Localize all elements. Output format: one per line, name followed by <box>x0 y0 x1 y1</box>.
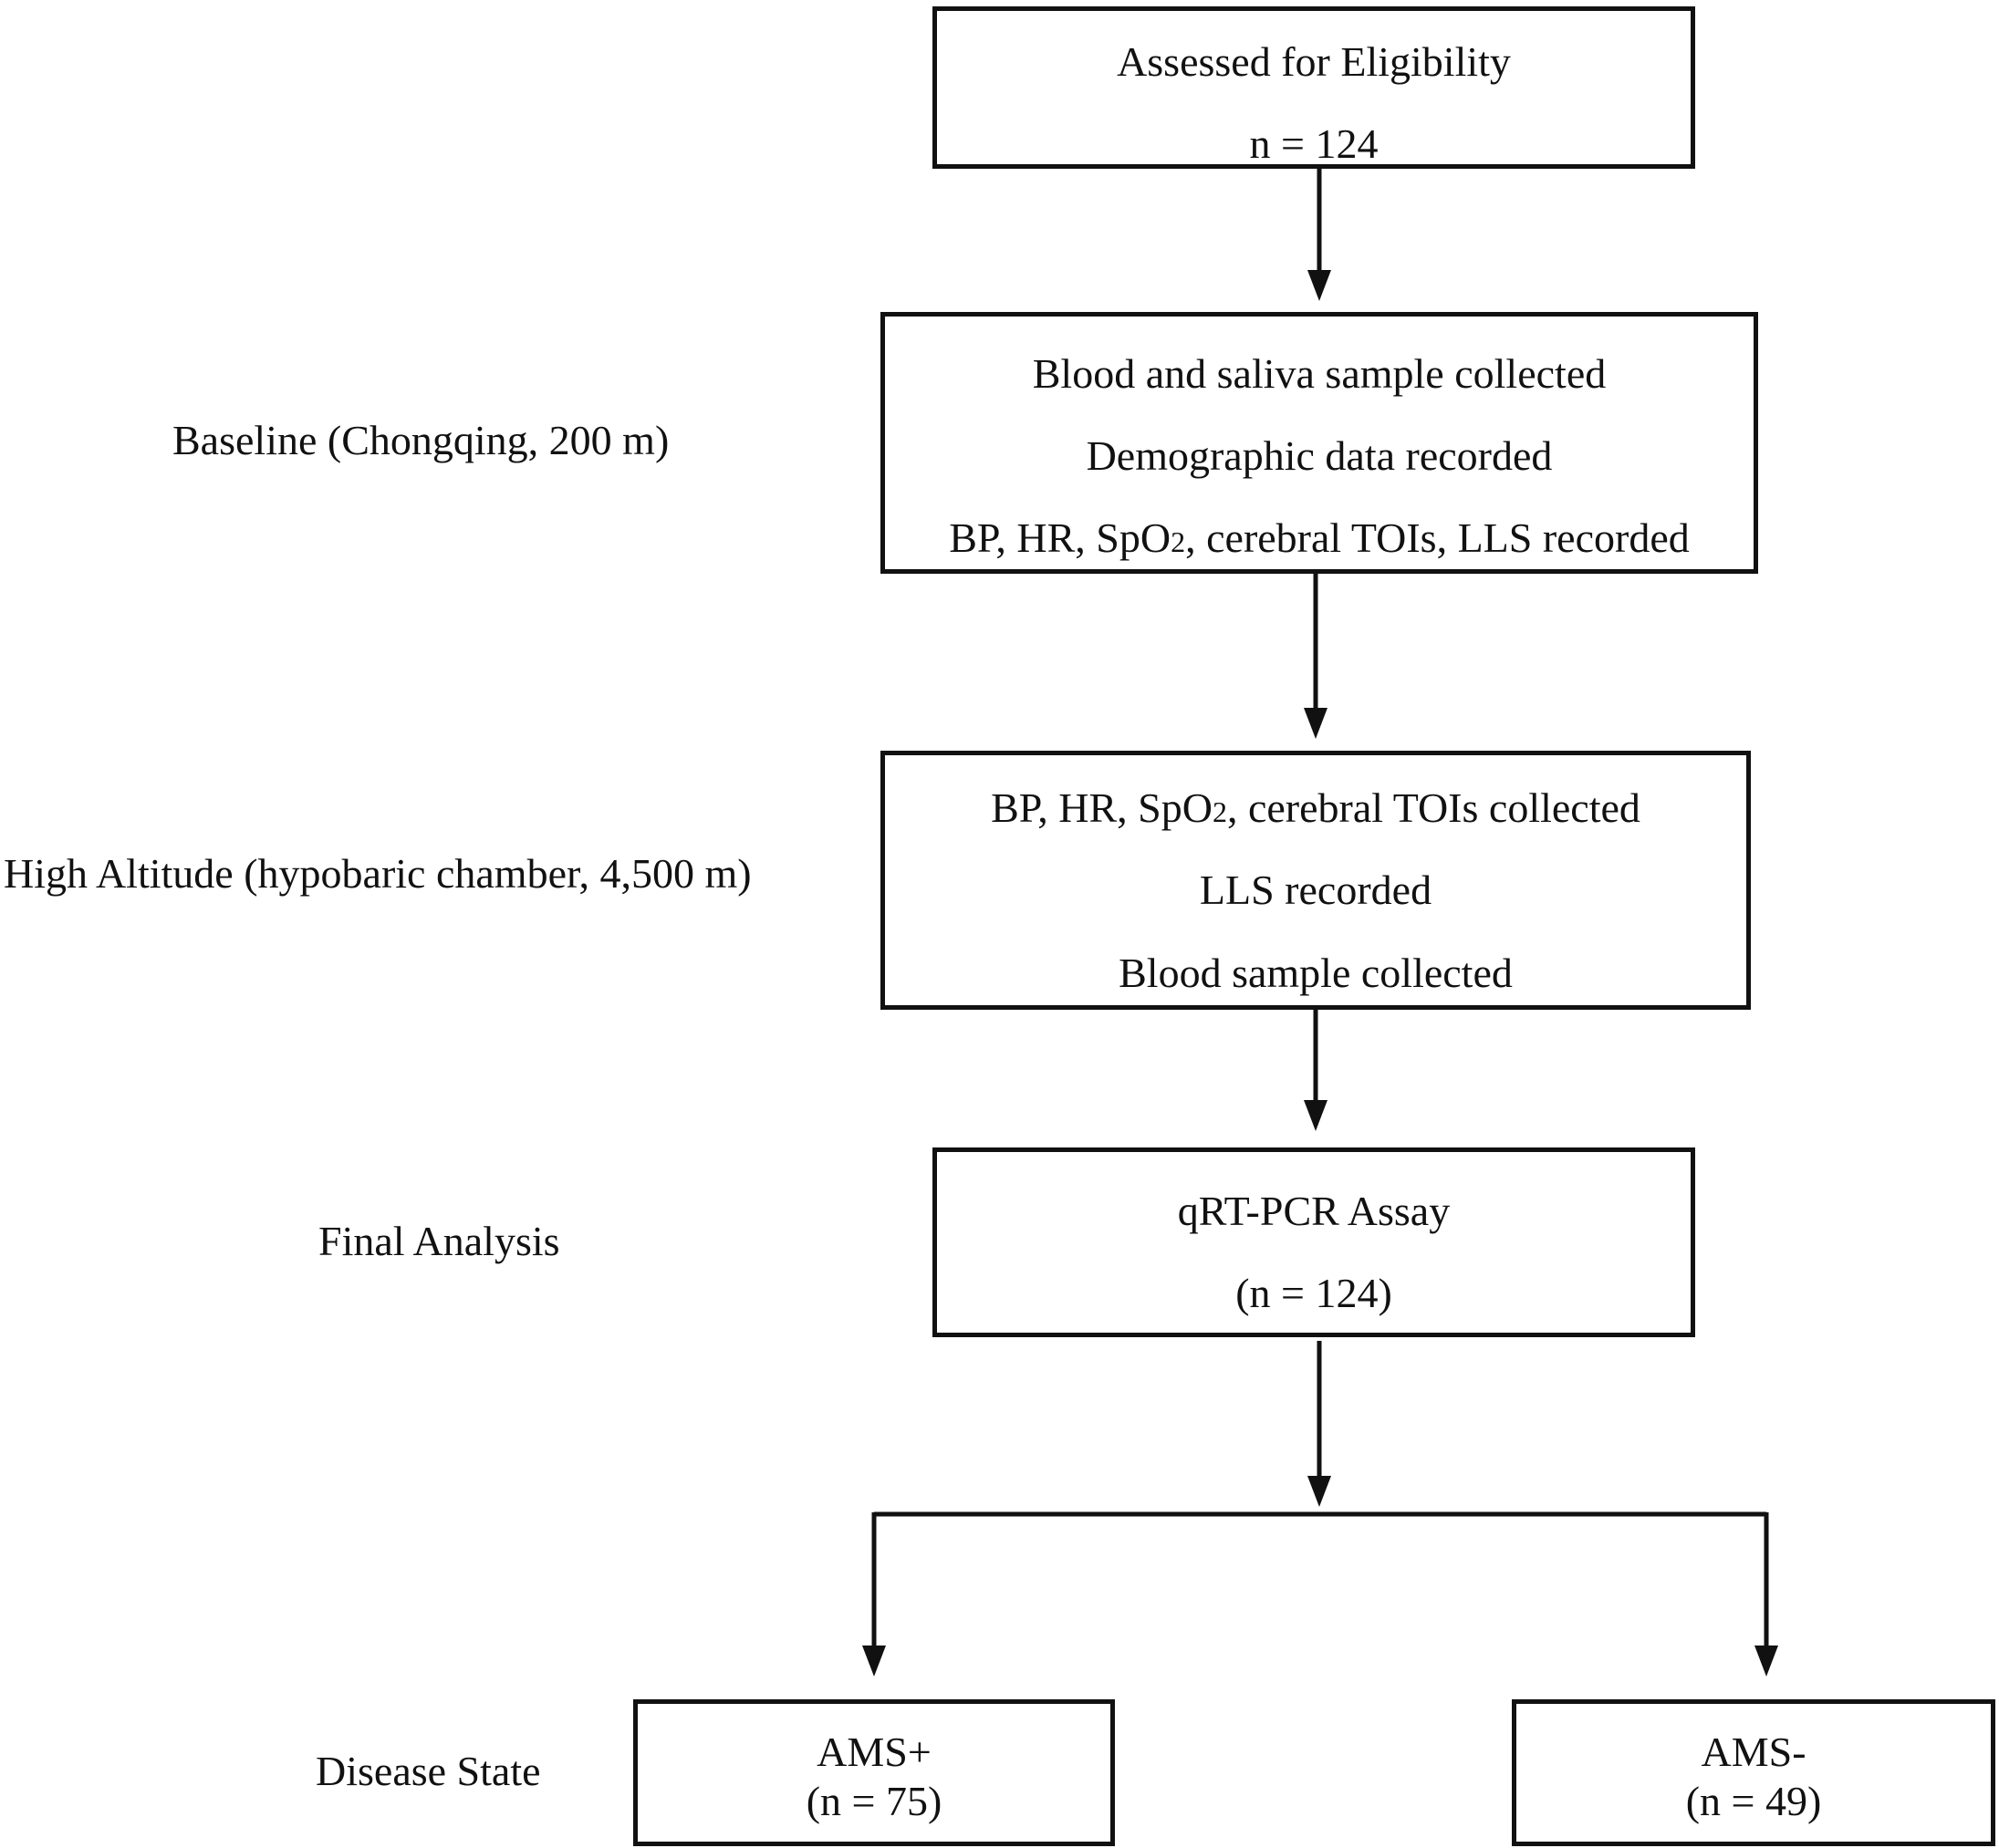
arrowhead-3 <box>1304 1100 1327 1131</box>
altitude-line-1-post: , cerebral TOIs collected <box>1226 784 1640 831</box>
arrowhead-4 <box>1307 1476 1331 1507</box>
eligibility-title: Assessed for Eligibility <box>1117 38 1511 85</box>
baseline-box: Blood and saliva sample collected Demogr… <box>880 312 1758 574</box>
high-altitude-box: BP, HR, SpO2, cerebral TOIs collected LL… <box>880 751 1751 1010</box>
altitude-line-1-sub: 2 <box>1212 795 1227 828</box>
altitude-line-1-pre: BP, HR, SpO <box>991 784 1213 831</box>
altitude-line-1: BP, HR, SpO2, cerebral TOIs collected <box>885 783 1746 837</box>
baseline-line-3-sub: 2 <box>1171 525 1186 558</box>
ams-positive-count: (n = 75) <box>806 1778 942 1824</box>
stage-final-label: Final Analysis <box>318 1218 560 1264</box>
stage-disease-label: Disease State <box>316 1748 541 1794</box>
stage-high-altitude-label: High Altitude (hypobaric chamber, 4,500 … <box>4 850 752 897</box>
final-title: qRT-PCR Assay <box>1177 1188 1451 1234</box>
baseline-line-1: Blood and saliva sample collected <box>1032 350 1607 397</box>
arrowhead-2 <box>1304 708 1327 739</box>
baseline-line-2: Demographic data recorded <box>1086 432 1553 479</box>
final-analysis-box: qRT-PCR Assay (n = 124) <box>932 1147 1695 1337</box>
arrowhead-6 <box>1754 1646 1778 1677</box>
baseline-line-3-pre: BP, HR, SpO <box>949 514 1171 561</box>
ams-positive-label: AMS+ <box>817 1729 932 1775</box>
baseline-line-3: BP, HR, SpO2, cerebral TOIs, LLS recorde… <box>885 513 1754 567</box>
ams-positive-box: AMS+ (n = 75) <box>633 1699 1115 1846</box>
arrowhead-5 <box>862 1646 886 1677</box>
ams-negative-count: (n = 49) <box>1685 1778 1822 1824</box>
ams-negative-label: AMS- <box>1701 1729 1806 1775</box>
final-count: (n = 124) <box>1235 1270 1392 1316</box>
eligibility-box: Assessed for Eligibility n = 124 <box>932 6 1695 169</box>
baseline-line-3-post: , cerebral TOIs, LLS recorded <box>1185 514 1690 561</box>
eligibility-count: n = 124 <box>1249 120 1379 167</box>
arrowhead-1 <box>1307 270 1331 301</box>
altitude-line-2: LLS recorded <box>1199 867 1432 913</box>
ams-negative-box: AMS- (n = 49) <box>1512 1699 1995 1846</box>
stage-baseline-label: Baseline (Chongqing, 200 m) <box>172 417 670 463</box>
altitude-line-3: Blood sample collected <box>1119 950 1513 996</box>
